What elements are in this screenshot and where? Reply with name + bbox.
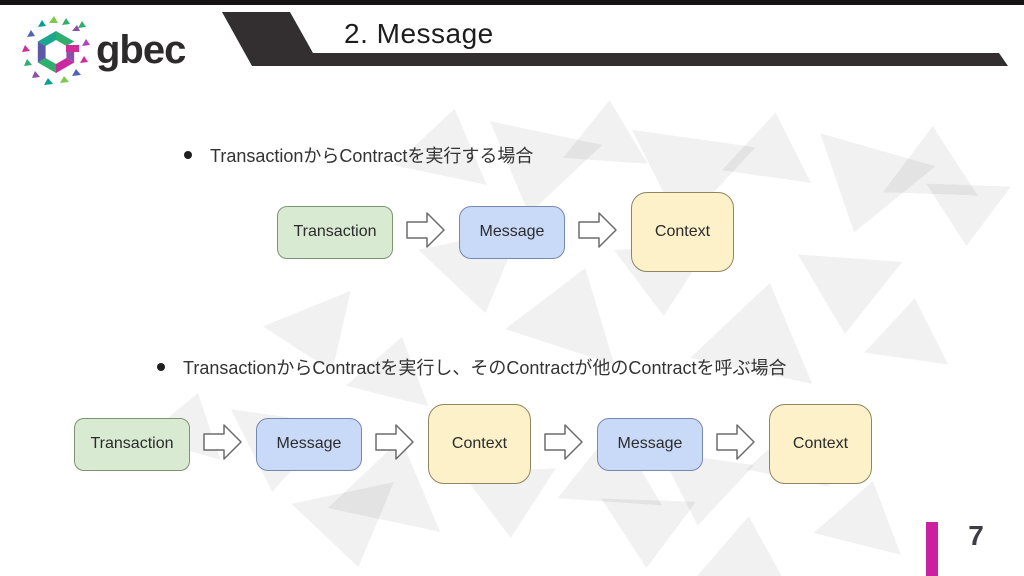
page-accent-bar [926, 522, 938, 576]
flow-node-message: Message [597, 417, 703, 471]
flow-arrow-icon [406, 211, 446, 254]
bullet-icon [157, 363, 165, 371]
flow-arrow-icon [716, 423, 756, 466]
title-banner-shape [222, 12, 1008, 66]
page-number: 7 [968, 520, 984, 551]
logo-wordmark: gbec [96, 28, 186, 72]
gbec-logo-icon [22, 16, 90, 85]
flow-node-transaction: Transaction [277, 205, 393, 259]
flow-arrow-icon [375, 423, 415, 466]
bullet-item-2: TransactionからContractを実行し、そのContractが他のC… [157, 354, 786, 380]
flow-node-message: Message [459, 205, 565, 259]
flow-node-message: Message [256, 417, 362, 471]
flow-diagram-1: Transaction Message Context [277, 192, 734, 272]
flow-arrow-icon [578, 211, 618, 254]
bullet-item-1: TransactionからContractを実行する場合 [184, 142, 533, 168]
banner-flag-shape [222, 12, 1008, 66]
flow-node-transaction: Transaction [74, 417, 190, 471]
bullet-text: TransactionからContractを実行する場合 [210, 146, 534, 166]
bullet-text: TransactionからContractを実行し、そのContractが他のC… [183, 358, 787, 378]
logo: gbec [20, 12, 240, 88]
flow-arrow-icon [203, 423, 243, 466]
flow-node-context: Context [428, 404, 531, 484]
bullet-icon [184, 151, 192, 159]
slide-title: 2. Message [344, 18, 494, 49]
flow-node-context: Context [769, 404, 872, 484]
flow-node-context: Context [631, 192, 734, 272]
flow-diagram-2: Transaction Message Context Message Context [74, 402, 872, 486]
top-border-bar [0, 0, 1024, 5]
flow-arrow-icon [544, 423, 584, 466]
